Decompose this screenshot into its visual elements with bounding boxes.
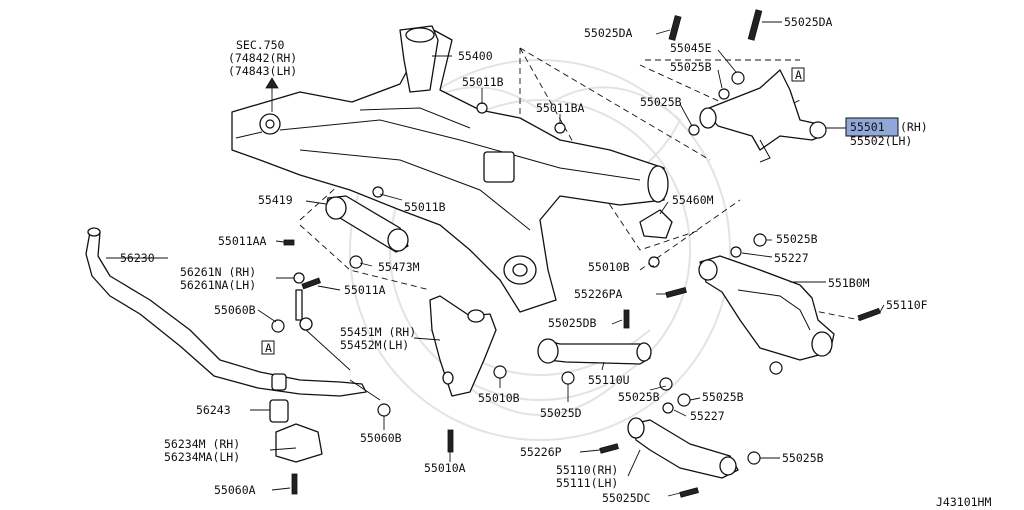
label-55011b[interactable]: 55011B [404, 200, 446, 214]
label-55025b[interactable]: 55025B [702, 390, 744, 404]
label-55025d[interactable]: 55025D [540, 406, 582, 420]
lower-link-arm [698, 255, 835, 361]
label-55025dc[interactable]: 55025DC [602, 491, 651, 505]
upper-link-arm [699, 69, 827, 163]
label-55400[interactable]: 55400 [458, 49, 493, 63]
label-55110-rh[interactable]: 55110(RH) [556, 463, 618, 477]
label-55060a[interactable]: 55060A [214, 483, 256, 497]
label-55502[interactable]: 55502(LH) [850, 134, 912, 148]
label-55045e[interactable]: 55045E [670, 41, 712, 55]
label-55011ba[interactable]: 55011BA [536, 101, 585, 115]
label-551b0m[interactable]: 551B0M [828, 276, 870, 290]
label-55227[interactable]: 55227 [690, 409, 725, 423]
label-56234m[interactable]: 56234M (RH) [164, 437, 240, 451]
label-55226pa[interactable]: 55226PA [574, 287, 623, 301]
label-55226p[interactable]: 55226P [520, 445, 562, 459]
highlight-box [845, 117, 899, 137]
label-sec750-lh[interactable]: (74843(LH) [228, 64, 297, 78]
suspension-bracket [429, 295, 497, 397]
label-55227[interactable]: 55227 [774, 251, 809, 265]
label-55110f[interactable]: 55110F [886, 298, 928, 312]
label-55025b[interactable]: 55025B [782, 451, 824, 465]
label-55025db[interactable]: 55025DB [548, 316, 597, 330]
label-sec750[interactable]: SEC.750 [236, 38, 285, 52]
label-55060b[interactable]: 55060B [360, 431, 402, 445]
label-55011b[interactable]: 55011B [462, 75, 504, 89]
label-55025b[interactable]: 55025B [640, 95, 682, 109]
part-labels: SEC.750 (74842(RH) (74843(LH) 55400 5501… [120, 15, 991, 509]
toe-link [325, 195, 409, 253]
label-56234ma[interactable]: 56234MA(LH) [164, 450, 240, 464]
label-55025b[interactable]: 55025B [618, 390, 660, 404]
label-56261na[interactable]: 56261NA(LH) [180, 278, 256, 292]
label-55501-rh[interactable]: (RH) [900, 120, 928, 134]
label-55419[interactable]: 55419 [258, 193, 293, 207]
label-55473m[interactable]: 55473M [378, 260, 420, 274]
label-55501[interactable]: 55501 [850, 120, 885, 134]
label-55011a[interactable]: 55011A [344, 283, 386, 297]
label-56230[interactable]: 56230 [120, 251, 155, 265]
callout-box-a-right: A [791, 67, 805, 82]
label-55010b[interactable]: 55010B [478, 391, 520, 405]
label-sec750-rh[interactable]: (74842(RH) [228, 51, 297, 65]
radius-rod [627, 417, 739, 479]
label-55025da[interactable]: 55025DA [584, 26, 633, 40]
label-55025b[interactable]: 55025B [776, 232, 818, 246]
leader-lines [106, 21, 885, 497]
callout-box-a-left: A [261, 340, 275, 355]
callout-label: A [795, 68, 802, 82]
label-56261n[interactable]: 56261N (RH) [180, 265, 256, 279]
label-55011aa[interactable]: 55011AA [218, 234, 267, 248]
label-55111-lh[interactable]: 55111(LH) [556, 476, 618, 490]
label-55452m[interactable]: 55452M(LH) [340, 338, 409, 352]
label-55025b[interactable]: 55025B [670, 60, 712, 74]
label-56243[interactable]: 56243 [196, 403, 231, 417]
label-55451m[interactable]: 55451M (RH) [340, 325, 416, 339]
label-55060b[interactable]: 55060B [214, 303, 256, 317]
label-55110u[interactable]: 55110U [588, 373, 630, 387]
stabilizer-bar [85, 227, 367, 397]
lateral-link [537, 338, 652, 365]
diagram-code: J43101HM [936, 495, 991, 509]
callout-label: A [265, 341, 272, 355]
label-55460m[interactable]: 55460M [672, 193, 714, 207]
stabilizer-hardware [269, 272, 323, 463]
label-55010a[interactable]: 55010A [424, 461, 466, 475]
label-55025da[interactable]: 55025DA [784, 15, 833, 29]
label-55010b[interactable]: 55010B [588, 260, 630, 274]
rear-suspension-member [231, 25, 669, 313]
